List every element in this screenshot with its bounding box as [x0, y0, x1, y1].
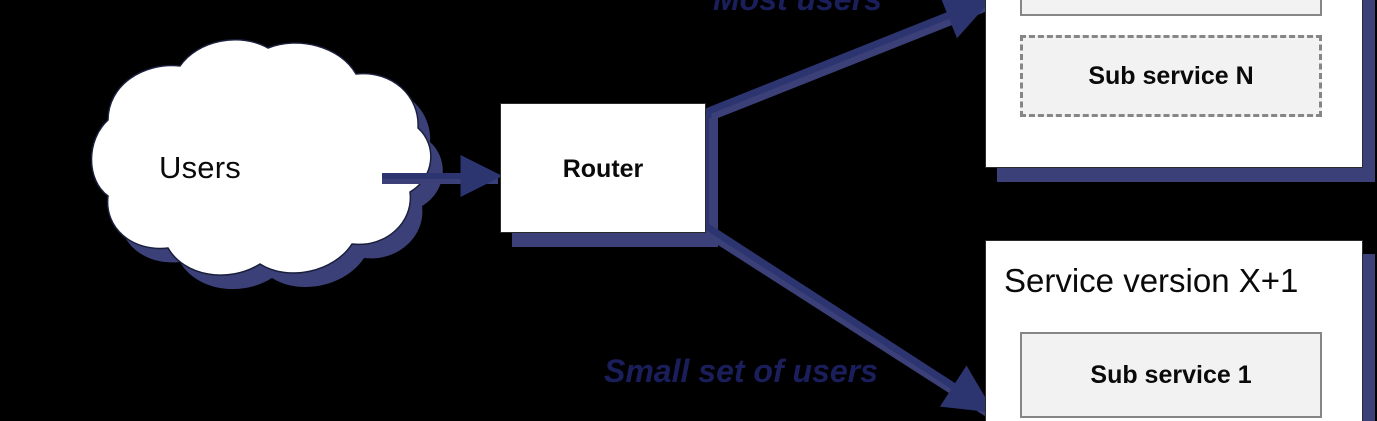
users-cloud-label: Users	[159, 150, 241, 185]
subservice-box-n[interactable]: Sub service N	[1020, 35, 1322, 117]
edge-label-most-users: Most users	[713, 0, 882, 18]
edge-router-to-service-top	[704, 0, 994, 230]
users-cloud-shape	[90, 39, 432, 276]
subservice-box-partial[interactable]	[1020, 0, 1322, 16]
edge-router-to-service-bottom	[703, 223, 995, 418]
router-label: Router	[562, 155, 644, 183]
subservice-box-1[interactable]: Sub service 1	[1020, 332, 1322, 418]
edge-label-small-set-of-users: Small set of users	[604, 353, 878, 389]
router-node[interactable]	[500, 103, 706, 233]
service-panel-bottom-title: Service version X+1	[1004, 262, 1299, 299]
edge-cloud-to-router	[382, 155, 503, 197]
